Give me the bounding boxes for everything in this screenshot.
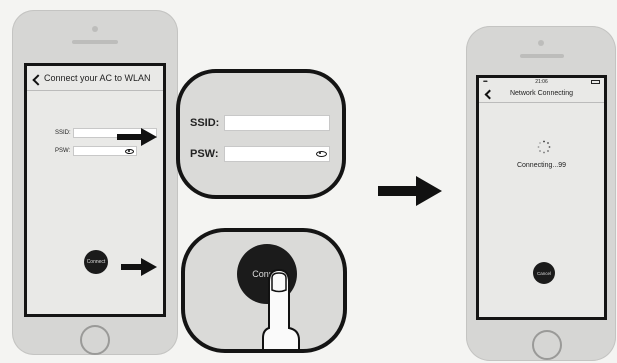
front-camera xyxy=(538,40,544,46)
nav-divider xyxy=(27,90,163,91)
zoom-fields: SSID: PSW: xyxy=(176,69,346,199)
speaker-grille xyxy=(72,40,118,44)
connecting-title: Network Connecting xyxy=(509,90,574,97)
signal-icon: ••••• xyxy=(483,79,488,85)
zoom-ssid-label: SSID: xyxy=(190,117,220,129)
psw-label: PSW: xyxy=(55,148,71,154)
psw-field[interactable] xyxy=(73,146,137,156)
back-icon[interactable] xyxy=(32,74,44,86)
finger-icon xyxy=(262,268,300,349)
zoom-connect: Conn xyxy=(181,228,347,353)
zoom-psw-field[interactable] xyxy=(224,146,330,162)
connect-button[interactable]: Connect xyxy=(84,250,108,274)
arrow-to-fields-zoom xyxy=(117,128,157,146)
arrow-to-button-zoom xyxy=(121,258,157,276)
front-camera xyxy=(92,26,98,32)
ssid-label: SSID: xyxy=(55,130,71,136)
nav-divider xyxy=(479,102,604,103)
home-button[interactable] xyxy=(80,325,110,355)
connect-button-label: Connect xyxy=(86,259,106,265)
zoom-show-password-icon[interactable] xyxy=(316,151,327,157)
cancel-button[interactable]: Cancel xyxy=(533,262,555,284)
connecting-screen: ••••• 21:06 Network Connecting Connectin… xyxy=(476,75,607,320)
status-time: 21:06 xyxy=(535,79,548,85)
connecting-status: Connecting...99 xyxy=(516,162,567,169)
setup-title: Connect your AC to WLAN xyxy=(44,73,151,83)
arrow-next-step xyxy=(378,176,442,206)
zoom-psw-label: PSW: xyxy=(190,148,219,160)
ssid-field[interactable] xyxy=(73,128,157,138)
setup-screen: Connect your AC to WLAN SSID: PSW: Conne… xyxy=(24,63,166,317)
zoom-connect-button-label: Conn xyxy=(252,269,274,279)
home-button[interactable] xyxy=(532,330,562,360)
zoom-ssid-field[interactable] xyxy=(224,115,330,131)
cancel-button-label: Cancel xyxy=(536,270,551,276)
status-bar: ••••• 21:06 xyxy=(479,78,604,86)
show-password-icon[interactable] xyxy=(125,148,134,154)
speaker-grille xyxy=(520,54,564,58)
loading-spinner-icon xyxy=(537,140,551,154)
battery-icon xyxy=(591,80,600,84)
